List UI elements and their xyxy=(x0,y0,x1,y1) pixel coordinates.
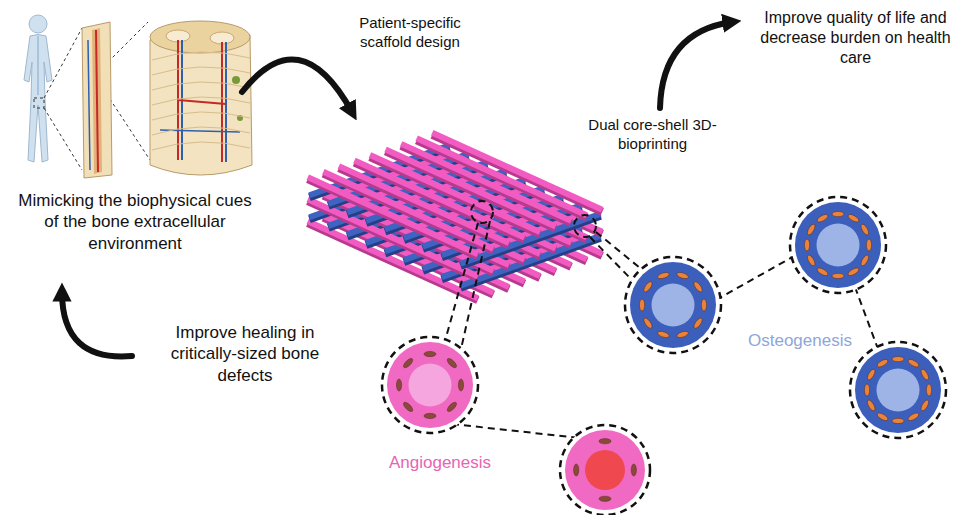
outcome-text: Improve healing in critically-sized bone… xyxy=(150,322,340,386)
scaffold-strand xyxy=(417,138,587,215)
lamella xyxy=(152,97,250,105)
zoom-circle xyxy=(625,257,721,353)
zoom-circle xyxy=(560,425,650,515)
step-label: Dual core-shell 3D-bioprinting xyxy=(585,116,720,154)
process-label: Angiogenesis xyxy=(365,452,515,473)
lamella xyxy=(152,127,250,135)
cycle-arrows xyxy=(62,22,732,356)
zoom-circle xyxy=(850,342,946,438)
lamella xyxy=(152,52,250,60)
human-figure xyxy=(24,15,52,162)
zoom-circle xyxy=(382,337,478,433)
long-bone xyxy=(82,22,112,178)
zoom-circle xyxy=(790,197,886,293)
outcome-text: Improve quality of life and decrease bur… xyxy=(748,8,963,68)
spine xyxy=(37,36,39,95)
process-label: Osteogenesis xyxy=(730,330,870,351)
scaffold xyxy=(308,133,602,300)
lamella xyxy=(152,67,250,75)
bone-section xyxy=(150,21,252,175)
lamella xyxy=(152,112,250,120)
lamella xyxy=(152,142,250,150)
step-label: Patient-specific scaffold design xyxy=(340,14,480,52)
lamella xyxy=(152,82,250,90)
heading-text: Mimicking the biophysical cues of the bo… xyxy=(15,190,255,254)
scaffold-strand xyxy=(432,133,602,210)
bone-lamellae xyxy=(152,52,250,150)
